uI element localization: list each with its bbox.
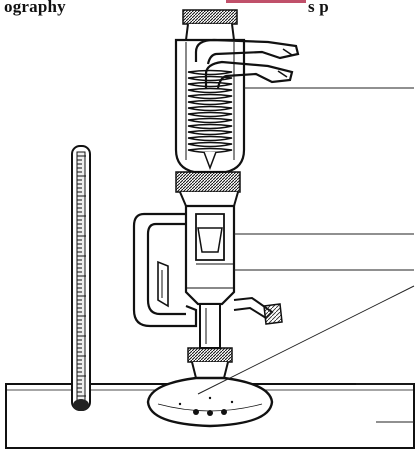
vapour-side-arm xyxy=(233,296,283,325)
round-bottom-flask xyxy=(146,376,274,428)
condenser-coil-turn xyxy=(187,111,233,118)
condenser-coil-turn xyxy=(187,69,233,76)
caption-fragment-right: s p xyxy=(308,0,329,16)
caption-fragment-left: ography xyxy=(4,0,66,16)
extraction-chamber xyxy=(184,204,236,306)
water-hoses xyxy=(194,38,300,89)
siphon-tube xyxy=(132,212,198,328)
caption-accent-bar xyxy=(226,0,306,3)
condenser-coil-turn xyxy=(187,129,233,136)
condenser-coil-turn xyxy=(187,105,233,112)
condenser-coil-turn xyxy=(187,75,233,82)
condenser-top-joint xyxy=(182,9,238,41)
label-leader-lines xyxy=(197,87,415,423)
condenser-coil-turn xyxy=(187,135,233,142)
condenser-coil-turn xyxy=(187,123,233,130)
condenser-lower-joint xyxy=(175,171,241,207)
condenser-coil-turn xyxy=(187,81,233,88)
condenser-coil-turn xyxy=(187,141,233,148)
condenser-coil-turn xyxy=(187,93,233,100)
condenser-coil-turn xyxy=(187,117,233,124)
leader-flask xyxy=(197,285,415,395)
extractor-stem xyxy=(187,303,233,379)
thermometer xyxy=(71,145,91,411)
condenser-coil-turn xyxy=(187,147,233,154)
boiling-chips xyxy=(178,396,234,416)
condenser-coil-turn xyxy=(187,87,233,94)
condenser-coil-turn xyxy=(187,99,233,106)
